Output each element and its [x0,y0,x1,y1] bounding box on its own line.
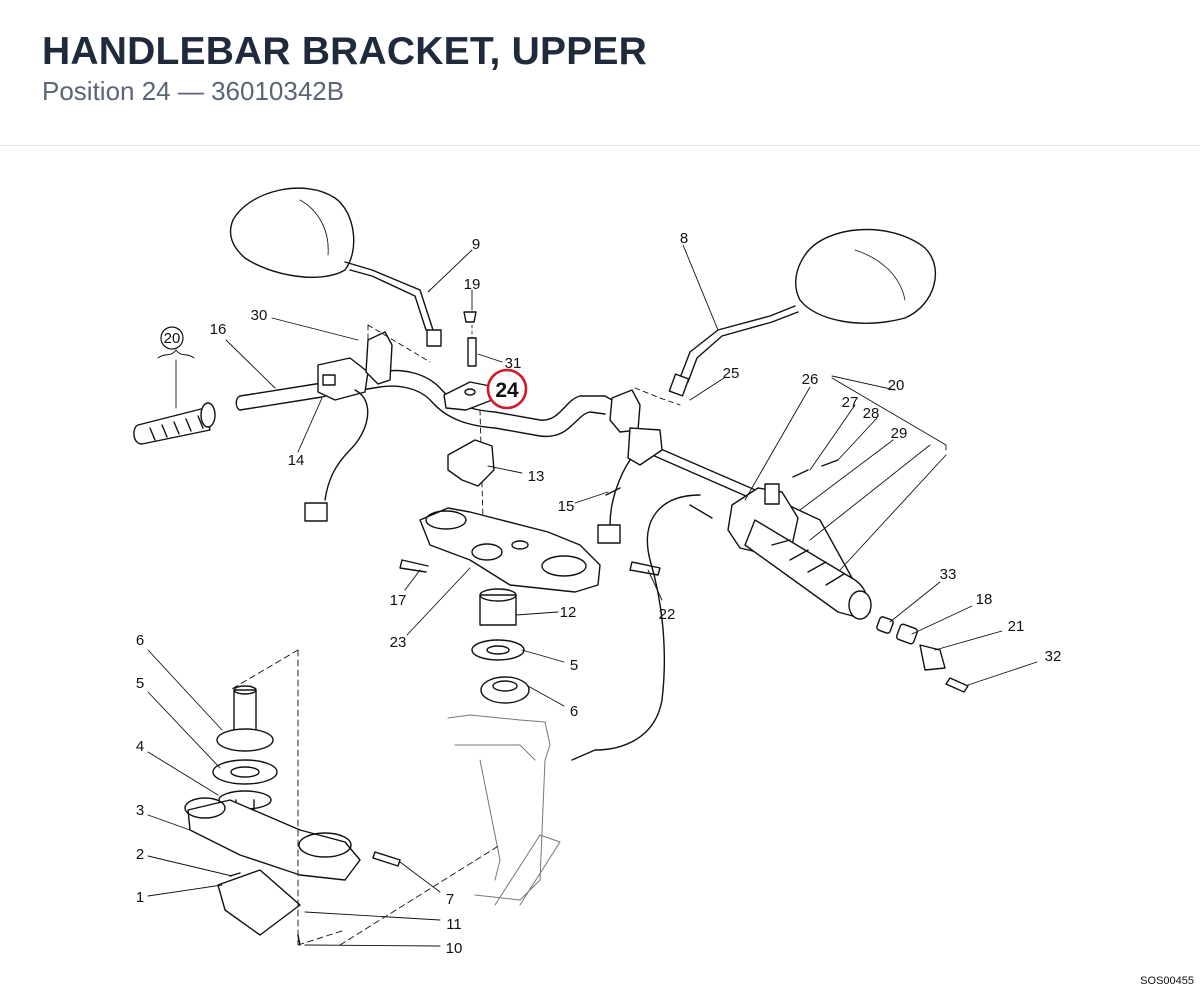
handlebar-bracket-lower [447,439,495,487]
callout-leaders [147,244,1038,947]
callout-6-upper: 6 [570,703,578,720]
frame-head [447,714,561,906]
callout-1: 1 [136,889,144,906]
throttle-cable [571,494,701,761]
highlight-label: 24 [495,379,519,402]
callout-20-right: 20 [888,377,905,394]
callout-27: 27 [842,394,859,411]
steering-stem-assembly [184,649,501,946]
callout-32: 32 [1045,648,1062,665]
left-connector [304,502,328,522]
left-grip [133,402,216,445]
callout-12: 12 [560,604,577,621]
screw-32 [945,677,969,693]
throttle-assembly [727,483,872,620]
bolt-17 [399,559,429,573]
callout-21: 21 [1008,618,1025,635]
right-switch-wire [609,459,631,526]
callout-20-circle [160,326,184,350]
left-mirror [229,187,442,347]
callout-8: 8 [680,230,688,247]
callout-22: 22 [659,606,676,623]
bolt-31 [467,337,477,367]
screw-15 [605,487,621,496]
callout-16: 16 [210,321,227,338]
callout-23: 23 [390,634,407,651]
header-divider [0,145,1200,146]
callout-19: 19 [464,276,481,293]
left-switch-wire [324,389,369,501]
bearing-6 [480,676,530,704]
page-title: HANDLEBAR BRACKET, UPPER [42,30,647,73]
counterweight-21 [919,644,946,671]
callout-11: 11 [446,916,462,933]
callout-33: 33 [940,566,957,583]
right-mirror [668,228,936,397]
right-bar-clamp [609,389,641,433]
bolt-22 [629,561,661,576]
callout-labels: 20 16 30 9 19 31 8 25 26 20 27 28 29 14 … [136,230,1062,957]
nut-12 [479,594,517,626]
callout-3: 3 [136,802,144,819]
callout-14: 14 [288,452,305,469]
top-yoke [419,507,601,593]
cable-adjuster [689,504,713,519]
callout-30: 30 [251,307,268,324]
callout-7: 7 [446,891,454,908]
callout-10: 10 [446,940,463,957]
brace-20 [157,349,195,359]
callout-6-lower: 6 [136,632,144,649]
right-connector [597,524,621,544]
callout-28: 28 [863,405,880,422]
callout-4: 4 [136,738,144,755]
spacer-33 [876,616,894,634]
screw-28 [821,459,839,467]
right-switch [627,427,663,466]
callout-25: 25 [723,365,740,382]
callout-29: 29 [891,425,908,442]
callout-18: 18 [976,591,993,608]
callout-20-left: 20 [164,330,181,347]
callout-5-lower: 5 [136,675,144,692]
handlebar-bracket-upper [443,381,493,411]
insert-18 [895,623,919,645]
screw-27 [792,469,809,478]
callout-15: 15 [558,498,575,515]
washer-5 [471,639,525,661]
page-header: HANDLEBAR BRACKET, UPPER Position 24 — 3… [0,0,1200,146]
callout-26: 26 [802,371,819,388]
highlight-circle [486,368,528,410]
callout-2: 2 [136,846,144,863]
callout-31: 31 [505,355,522,372]
page-subtitle: Position 24 — 36010342B [42,76,345,106]
callout-13: 13 [528,468,545,485]
callout-5-upper: 5 [570,657,578,674]
left-switch-connector [322,374,336,386]
drawing-code: SOS00455 [1140,975,1194,987]
bolt-19 [463,311,477,323]
callout-9: 9 [472,236,480,253]
callout-17: 17 [390,592,407,609]
left-bar-clamp [365,331,393,385]
